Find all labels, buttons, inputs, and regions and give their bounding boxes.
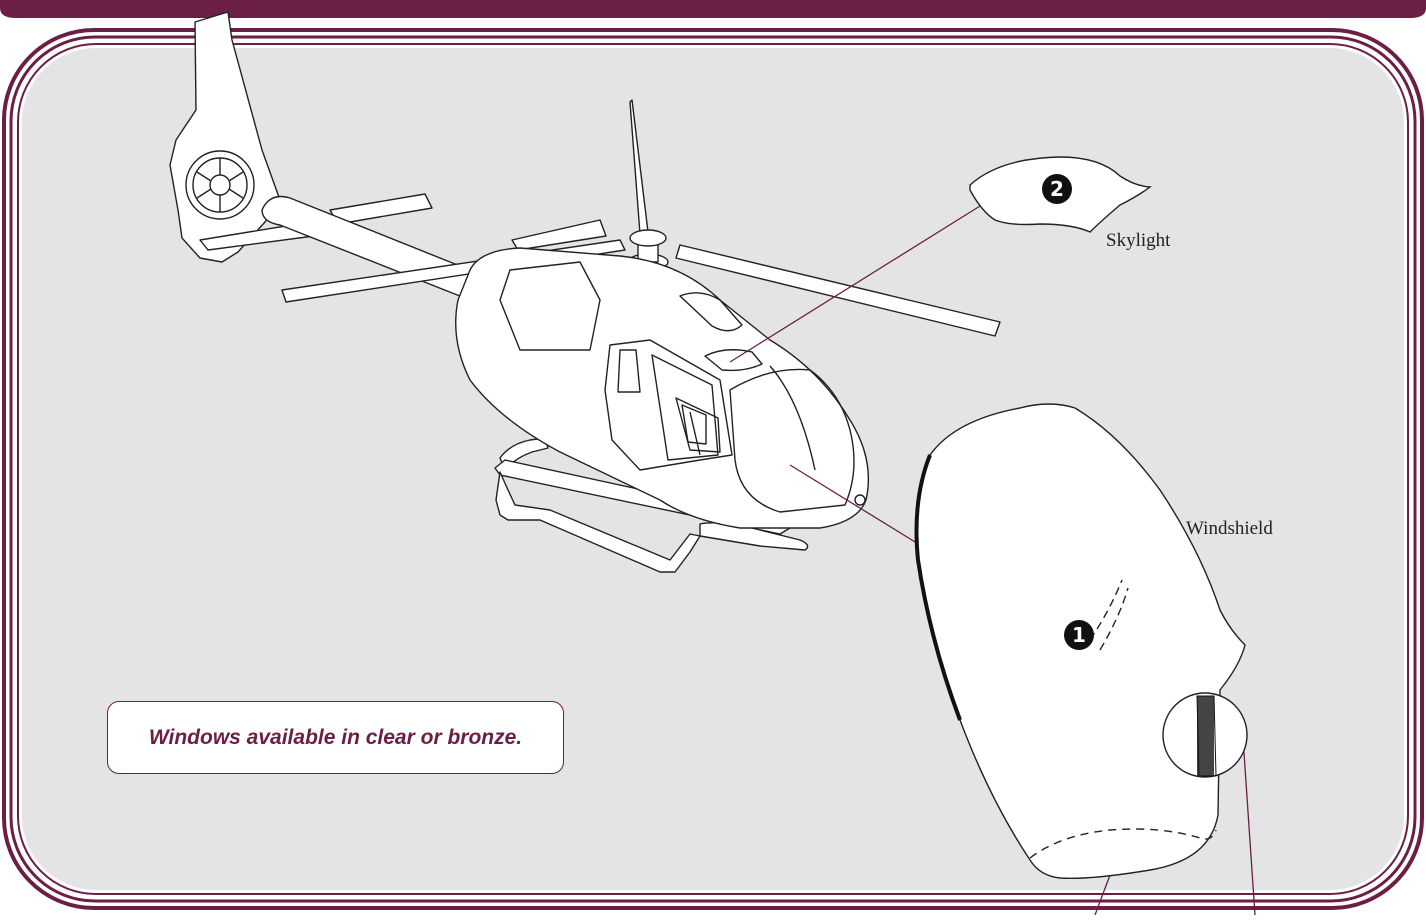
availability-note-text: Windows available in clear or bronze.	[149, 726, 522, 750]
windshield-number: 1	[1072, 623, 1086, 647]
availability-note: Windows available in clear or bronze.	[107, 701, 564, 774]
skylight-number: 2	[1050, 177, 1064, 201]
fenestron-fan	[186, 151, 254, 219]
number-badge-2: 2	[1042, 174, 1072, 204]
skylight-label: Skylight	[1106, 230, 1170, 252]
windshield-label: Windshield	[1186, 518, 1273, 540]
number-badge-1: 1	[1064, 620, 1094, 650]
seal-detail-circle	[1163, 693, 1247, 777]
top-banner	[0, 0, 1426, 18]
